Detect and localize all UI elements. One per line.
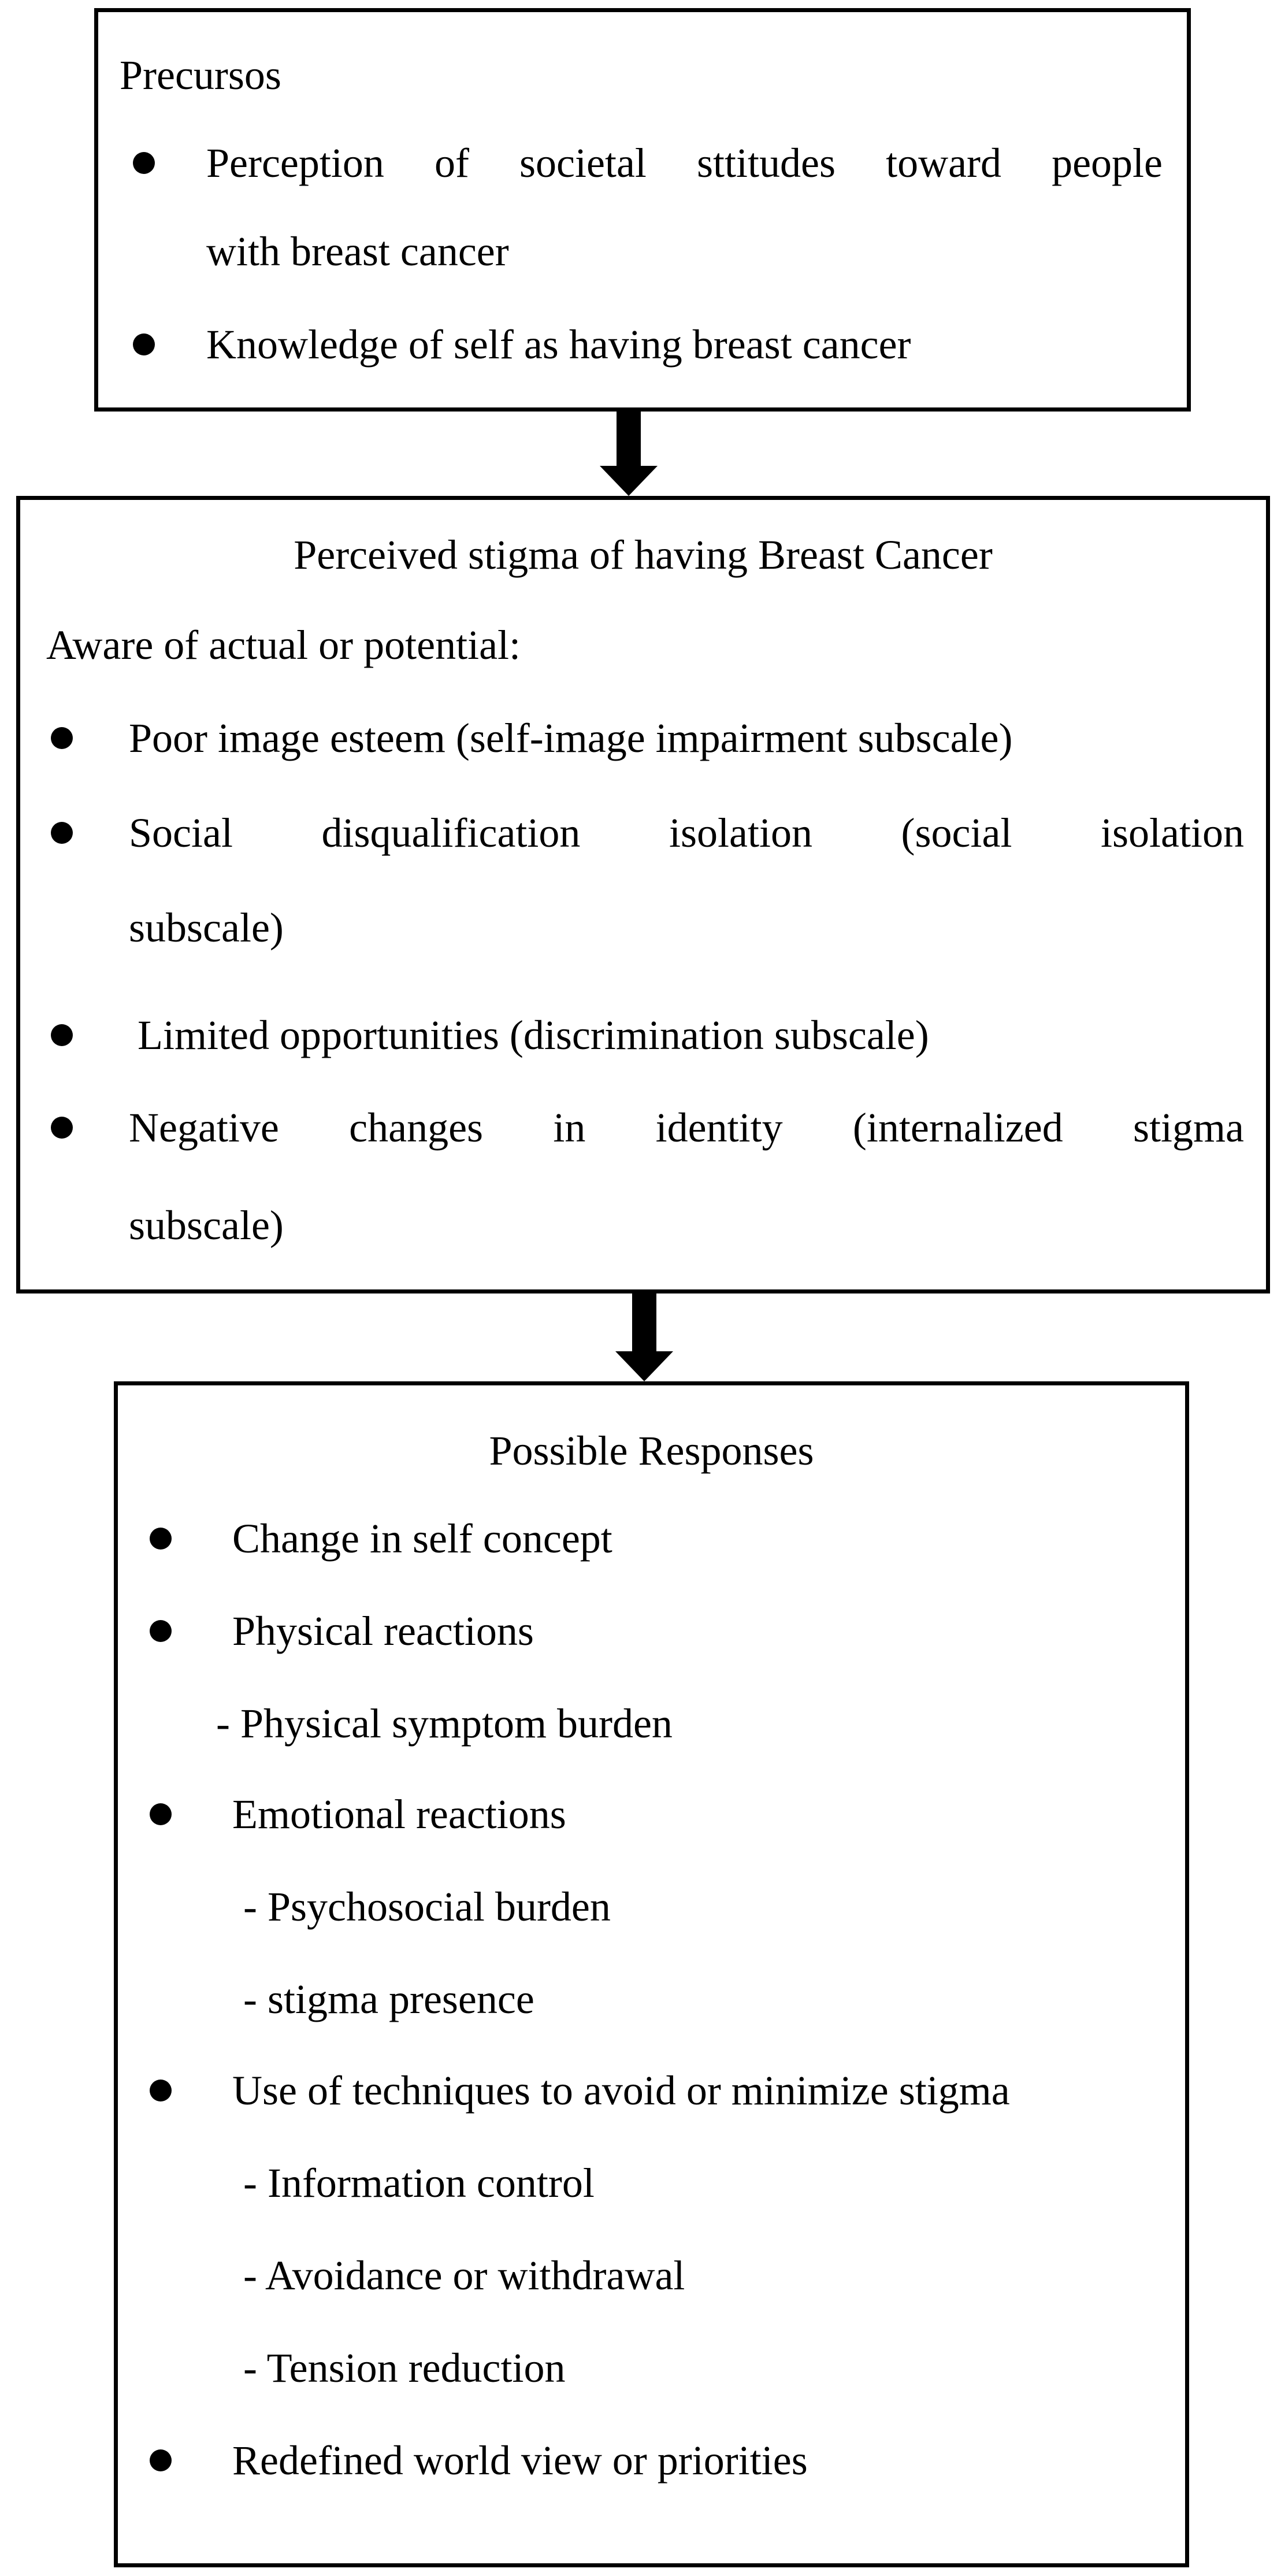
perceived-stigma-title: Perceived stigma of having Breast Cancer	[294, 532, 993, 578]
perceived-stigma-box	[16, 496, 1270, 1293]
response-item-2-sub-1: - Physical symptom burden	[216, 1700, 673, 1747]
stigma-item-2-line-1: Social disqualification isolation (socia…	[129, 810, 1244, 856]
stigma-item-1: Poor image esteem (self-image impairment…	[129, 715, 1013, 761]
response-item-2: Physical reactions	[232, 1608, 534, 1654]
bullet-icon	[133, 152, 155, 174]
response-item-3-sub-2: - stigma presence	[243, 1976, 534, 2022]
bullet-icon	[150, 1528, 172, 1550]
response-item-4-sub-2: - Avoidance or withdrawal	[243, 2252, 685, 2299]
stigma-item-4-line-1: Negative changes in identity (internaliz…	[129, 1104, 1244, 1151]
response-item-3-sub-1: - Psychosocial burden	[243, 1884, 611, 1930]
down-arrow-icon	[600, 412, 658, 496]
bullet-icon	[150, 1620, 172, 1642]
response-item-4-sub-1: - Information control	[243, 2160, 595, 2206]
response-item-4-sub-3: - Tension reduction	[243, 2345, 566, 2391]
bullet-icon	[51, 822, 73, 844]
stigma-item-4-line-2: subscale)	[129, 1202, 284, 1248]
bullet-icon	[51, 1117, 73, 1139]
precursors-title: Precursos	[120, 52, 281, 98]
response-item-5: Redefined world view or priorities	[232, 2437, 808, 2484]
perceived-stigma-intro: Aware of actual or potential:	[46, 622, 521, 668]
precursor-item-1-line-1: Perception of societal sttitudes toward …	[206, 140, 1163, 186]
bullet-icon	[133, 333, 155, 355]
bullet-icon	[150, 1803, 172, 1825]
response-item-3: Emotional reactions	[232, 1791, 566, 1837]
stigma-item-2-line-2: subscale)	[129, 905, 284, 951]
precursor-item-2: Knowledge of self as having breast cance…	[206, 321, 911, 368]
bullet-icon	[150, 2449, 172, 2471]
bullet-icon	[51, 1024, 73, 1046]
stigma-item-3: Limited opportunities (discrimination su…	[138, 1012, 929, 1058]
possible-responses-title: Possible Responses	[489, 1428, 814, 1474]
down-arrow-icon	[615, 1293, 673, 1381]
bullet-icon	[51, 727, 73, 749]
response-item-4: Use of techniques to avoid or minimize s…	[232, 2067, 1010, 2114]
bullet-icon	[150, 2080, 172, 2101]
precursors-box	[94, 8, 1191, 412]
response-item-1: Change in self concept	[232, 1515, 612, 1562]
possible-responses-box	[114, 1381, 1189, 2567]
precursor-item-1-line-2: with breast cancer	[206, 228, 509, 275]
